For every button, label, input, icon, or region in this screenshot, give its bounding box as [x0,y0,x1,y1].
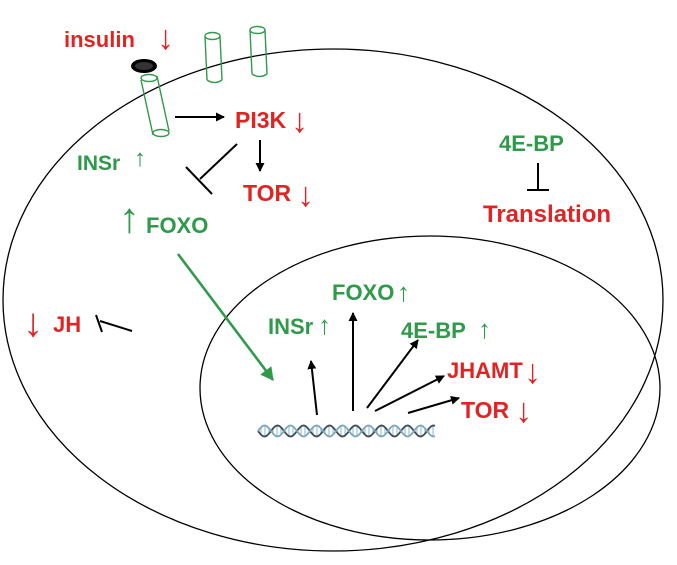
jh-down-arrow: ↓ [23,301,43,345]
cell-membrane [2,48,664,552]
dna-strand [257,424,436,438]
nuclear-tor-label: TOR [461,397,510,423]
nuclear-4ebp-up-arrow: ↑ [478,314,491,344]
nuclear-insr-up-arrow: ↑ [318,310,331,340]
jhamt-label: JHAMT [447,358,523,383]
nuclear-4ebp-label: 4E-BP [401,318,466,343]
nucleus-membrane [199,235,661,541]
tor-label: TOR [243,180,292,206]
insr-label: INSr [77,152,120,175]
insulin-label: insulin [64,27,135,52]
tor-down-arrow: ↓ [297,176,314,214]
jh-label: JH [53,312,81,337]
4ebp-label: 4E-BP [499,131,564,156]
pi3k-inhibits-foxo [185,143,238,195]
translation-label: Translation [483,201,611,228]
nuclear-foxo-label: FOXO [332,280,394,305]
jhamt-down-arrow: ↓ [524,353,541,391]
jh-inhibition [95,314,133,333]
dna-to-jhamt-arrow [374,375,445,412]
nuclear-insr-label: INSr [268,314,314,339]
nuclear-tor-down-arrow: ↓ [515,392,532,430]
foxo-up-arrow: ↑ [119,194,140,241]
receptor-pair-icon [204,25,268,84]
dna-to-insr-arrow [307,360,318,416]
dna-strand [257,424,436,438]
foxo-label: FOXO [146,213,208,238]
4ebp-inhibits-translation [527,163,549,191]
dna-to-tor-arrow [407,395,460,414]
pi3k-down-arrow: ↓ [291,102,308,140]
insulin-ligand-highlight [135,62,153,70]
pi3k-label: PI3K [235,107,287,133]
foxo-translocation-arrow [176,253,275,381]
insr-up-arrow: ↑ [134,145,146,172]
insulin-down-arrow: ↓ [157,19,174,57]
insulin-receptor-icon [140,73,170,138]
nuclear-target-arrows [307,312,460,416]
nuclear-foxo-up-arrow: ↑ [397,277,410,307]
dna-helix-icon [257,424,436,438]
dna-to-4ebp-arrow [366,339,419,409]
